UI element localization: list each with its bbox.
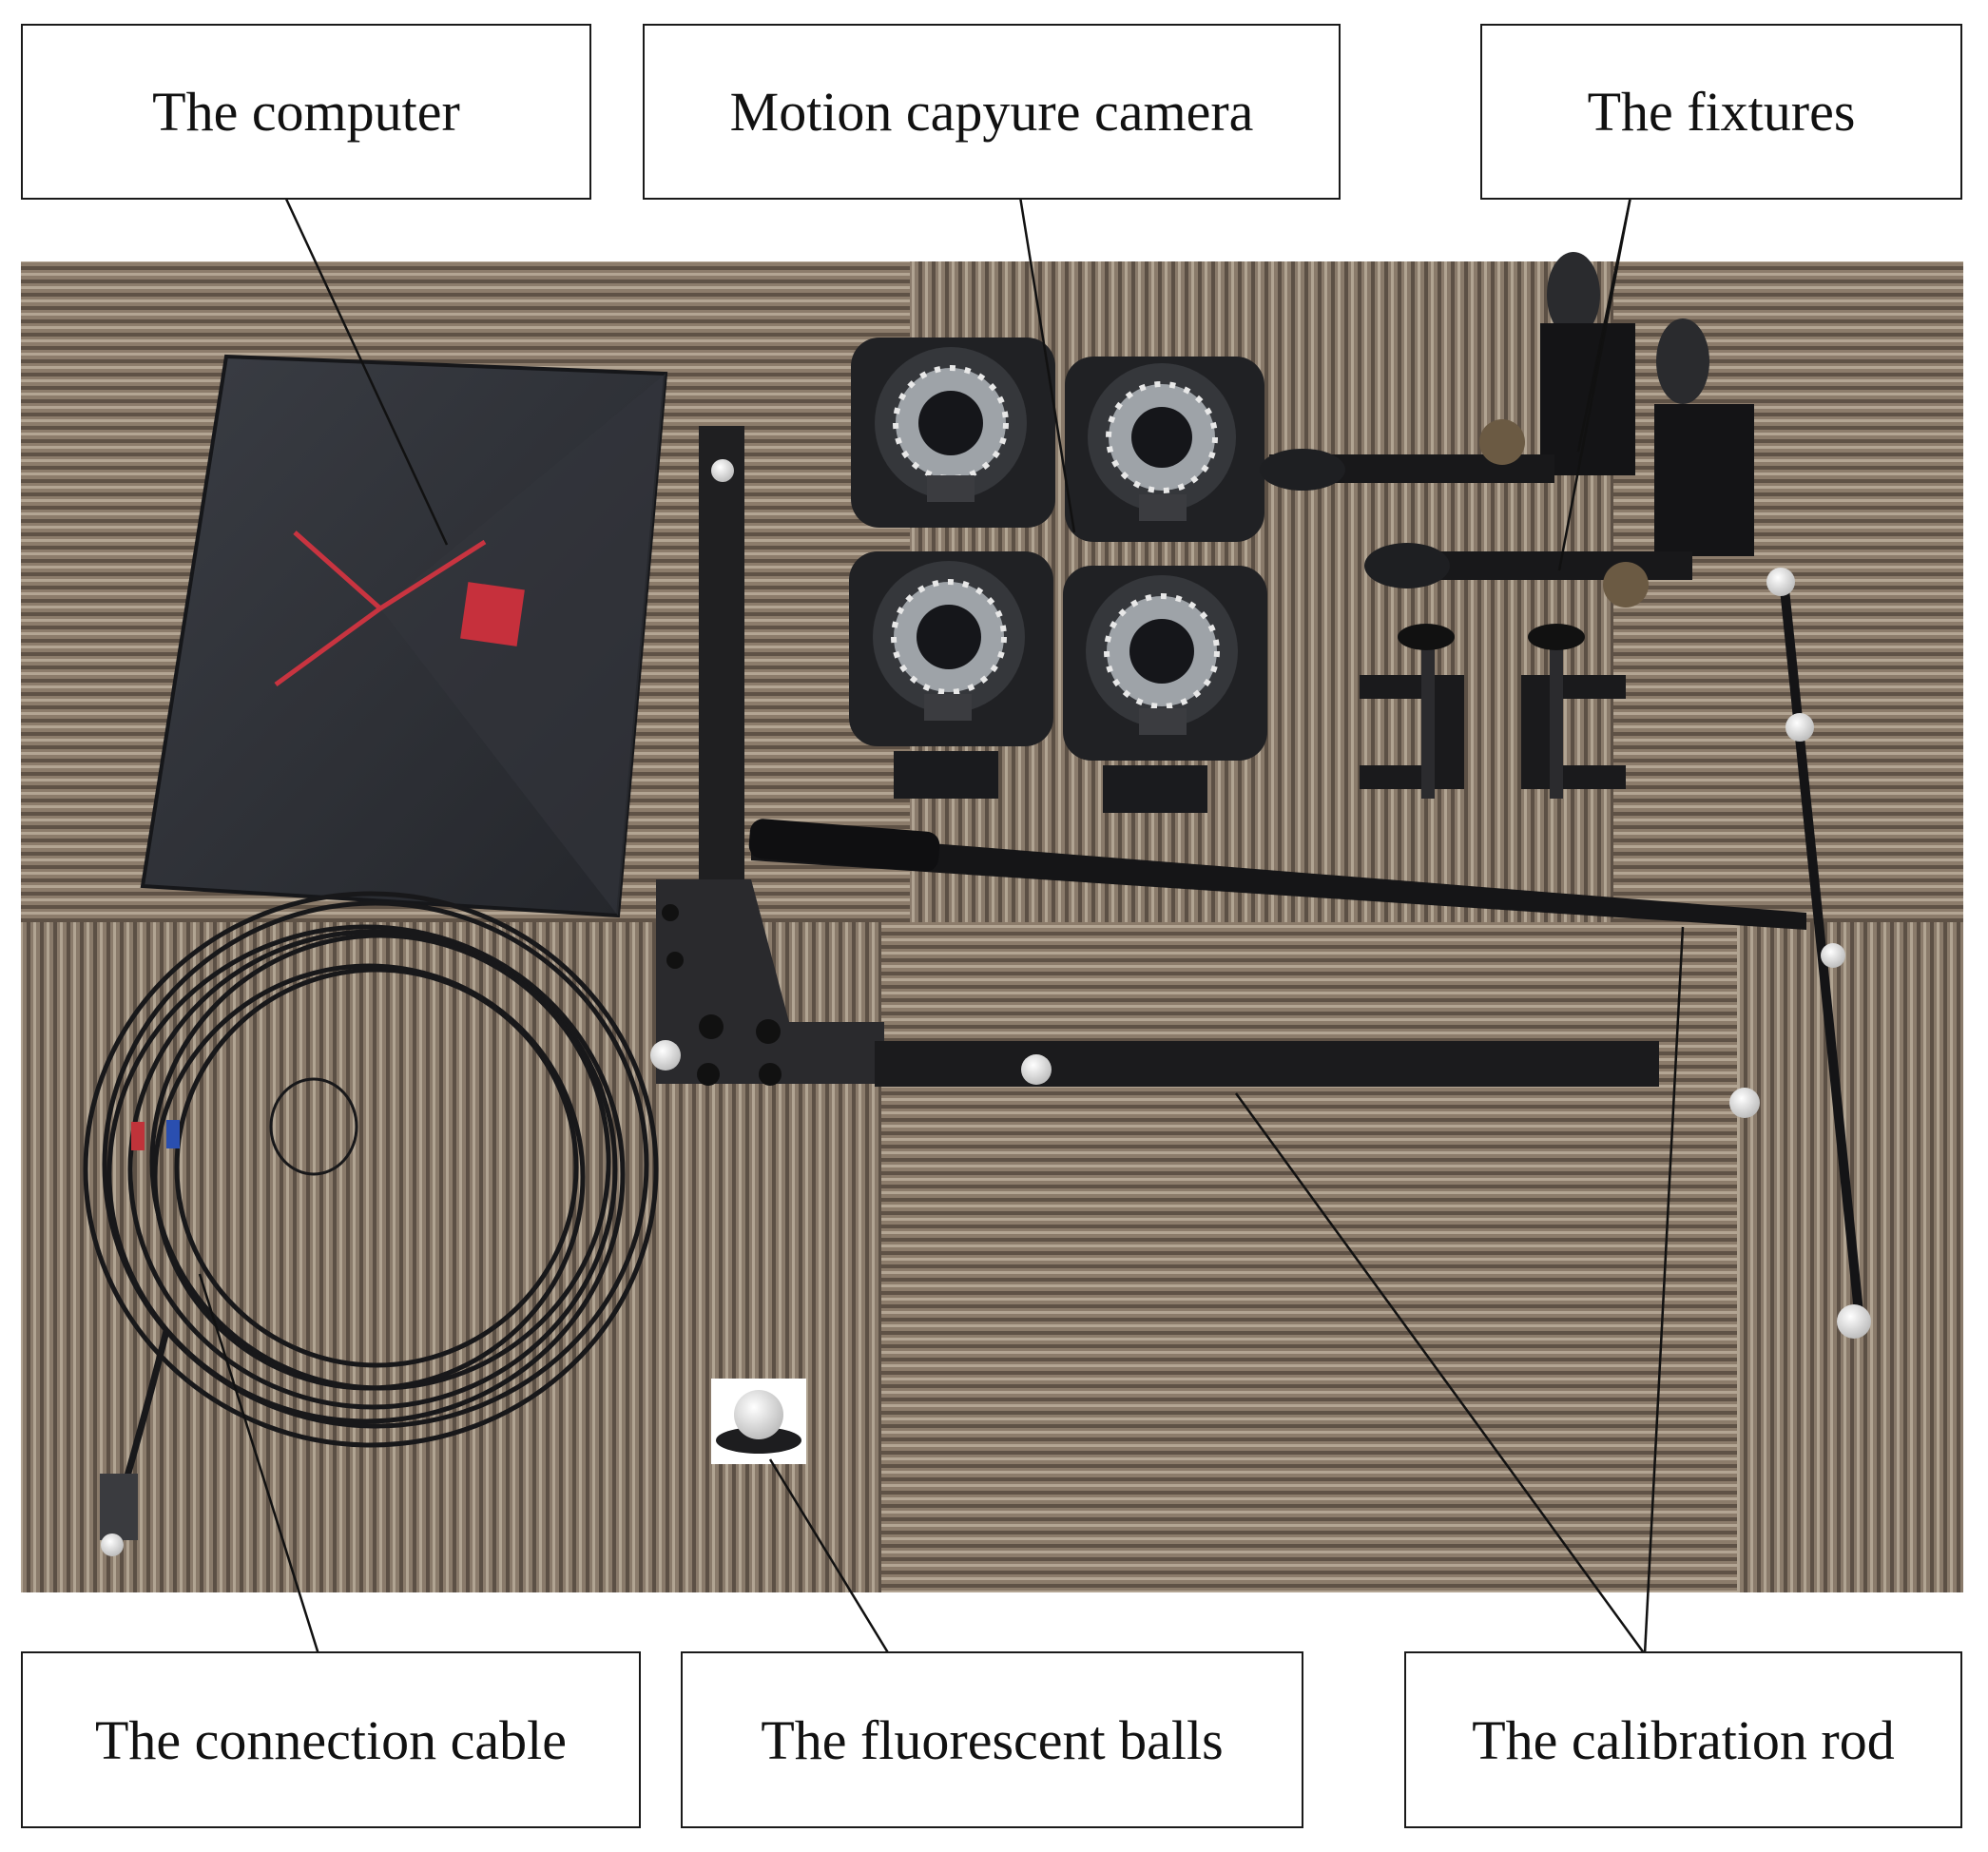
label-connection-cable: The connection cable	[21, 1651, 641, 1828]
leader-line-rod-1	[1234, 1092, 1647, 1655]
extension-rod	[748, 819, 1806, 930]
calibration-wand	[1766, 568, 1871, 1339]
camera	[1065, 357, 1264, 542]
leader-line-cable	[198, 1273, 320, 1655]
connection-cable-coil	[83, 891, 659, 1556]
label-calibration-rod: The calibration rod	[1404, 1651, 1962, 1828]
leader-lines	[198, 196, 1685, 1655]
calibration-frame	[650, 426, 1760, 1118]
camera	[849, 551, 1053, 746]
camera	[1063, 566, 1267, 761]
label-fluorescent-balls: The fluorescent balls	[681, 1651, 1303, 1828]
label-fixtures: The fixtures	[1480, 24, 1962, 200]
fluorescent-ball-sample	[711, 1379, 806, 1464]
fixtures	[1260, 252, 1754, 799]
leader-line-balls	[768, 1458, 891, 1655]
leader-line-camera	[1018, 196, 1076, 533]
camera-cluster	[849, 338, 1267, 813]
laptop	[140, 354, 668, 918]
leader-line-rod-2	[1643, 926, 1685, 1655]
leader-line-computer	[283, 196, 449, 546]
label-motion-capture-camera: Motion capyure camera	[643, 24, 1341, 200]
label-computer: The computer	[21, 24, 591, 200]
camera	[851, 338, 1055, 528]
leader-line-fixtures-2	[1557, 196, 1632, 571]
